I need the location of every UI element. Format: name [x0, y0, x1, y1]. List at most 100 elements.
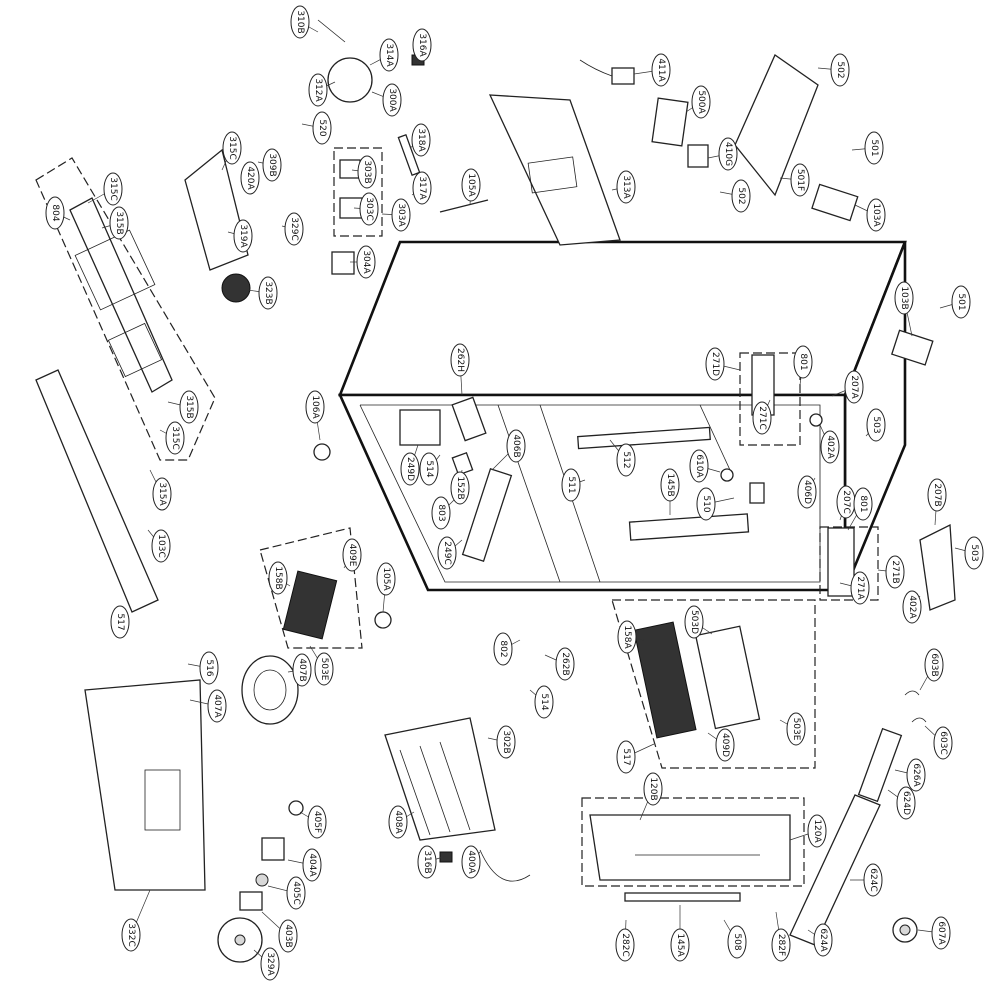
cabinet-inner-opening [359, 404, 821, 583]
part-callout: 406B [506, 429, 526, 463]
callout-label: 503D [689, 610, 699, 634]
grommet [720, 468, 734, 482]
callout-bubble [853, 487, 873, 521]
part-callout: 801 [793, 345, 813, 379]
top-rail [577, 426, 711, 450]
callout-bubble [302, 848, 322, 882]
callout-bubble [561, 468, 581, 502]
callout-label: 501 [869, 139, 879, 156]
callout-bubble [830, 53, 850, 87]
callout-bubble [151, 529, 171, 563]
callout-bubble [278, 919, 298, 953]
callout-label: 313A [621, 175, 631, 199]
part-callout: 624A [813, 923, 833, 957]
clip [451, 451, 474, 476]
leveling-foot-b [374, 611, 392, 629]
callout-label: 316A [417, 33, 427, 57]
fan-hub [234, 934, 246, 946]
callout-bubble [290, 5, 310, 39]
part-callout: 158B [268, 561, 288, 595]
callout-label: 314A [384, 43, 394, 67]
callout-bubble [179, 390, 199, 424]
callout-label: 318A [416, 128, 426, 152]
callout-bubble [461, 168, 481, 202]
part-callout: 610A [689, 449, 709, 483]
callout-label: 624C [868, 868, 878, 891]
panel-vent-grid [74, 229, 156, 311]
callout-bubble [616, 740, 636, 774]
part-callout: 312A [308, 73, 328, 107]
callout-label: 319A [238, 224, 248, 248]
callout-bubble [109, 206, 129, 240]
lower-hinge-cover [919, 523, 956, 611]
callout-bubble [684, 605, 704, 639]
part-callout: 517 [616, 740, 636, 774]
callout-label: 332C [126, 923, 136, 946]
part-callout: 409E [342, 538, 362, 572]
part-callout: 411A [651, 53, 671, 87]
callout-bubble [771, 928, 791, 962]
drawer-rail [624, 892, 741, 902]
part-callout: 271B [885, 555, 905, 589]
callout-label: 315C [170, 426, 180, 449]
callout-bubble [45, 196, 65, 230]
part-callout: 514 [534, 685, 554, 719]
callout-bubble [696, 487, 716, 521]
callout-bubble [357, 155, 377, 189]
part-callout: 103B [894, 281, 914, 315]
part-callout: 400A [461, 845, 481, 879]
door-roller-tube [789, 794, 881, 946]
callout-label: 103C [156, 534, 166, 557]
callout-bubble [866, 408, 886, 442]
callout-label: 410G [723, 142, 733, 166]
bracket-a [339, 159, 361, 179]
callout-label: 409D [720, 733, 730, 757]
part-callout: 624C [863, 863, 883, 897]
callout-label: 503E [319, 658, 329, 681]
clip-317A [397, 134, 421, 176]
part-callout: 520 [312, 111, 332, 145]
rear-cover-window [527, 156, 578, 194]
callout-bubble [342, 538, 362, 572]
callout-label: 409E [347, 544, 357, 567]
callout-label: 501 [956, 293, 966, 310]
callout-label: 801 [858, 495, 868, 512]
callout-label: 501F [795, 169, 805, 191]
callout-bubble [863, 863, 883, 897]
vertical-rail [461, 467, 513, 563]
part-callout: 502 [830, 53, 850, 87]
part-callout: 508 [727, 925, 747, 959]
vent-cover-b [890, 329, 934, 366]
part-callout: 314A [379, 38, 399, 72]
callout-bubble [705, 347, 725, 381]
part-callout: 801 [853, 487, 873, 521]
callout-bubble [896, 786, 916, 820]
part-callout: 318A [411, 123, 431, 157]
callout-label: 502 [835, 61, 845, 78]
callout-label: 402A [825, 435, 835, 459]
crisper-drawer [589, 814, 791, 881]
callout-bubble [731, 179, 751, 213]
callout-bubble [534, 685, 554, 719]
callout-bubble [844, 370, 864, 404]
callout-label: 520 [317, 119, 327, 136]
callout-label: 103A [871, 203, 881, 227]
mounting-plate [451, 396, 487, 442]
part-callout: 332C [121, 918, 141, 952]
part-callout: 329A [260, 947, 280, 981]
part-callout: 502 [731, 179, 751, 213]
callout-bubble [643, 772, 663, 806]
shaft [317, 19, 346, 43]
evaporator-coil [384, 717, 496, 841]
callout-bubble [419, 452, 439, 486]
callout-label: 516 [204, 659, 214, 676]
part-callout: 607A [931, 916, 951, 950]
callout-bubble [388, 805, 408, 839]
part-callout: 503D [684, 605, 704, 639]
callout-label: 403B [283, 924, 293, 947]
lower-rail [628, 513, 750, 541]
callout-label: 407A [212, 694, 222, 718]
part-callout: 420A [240, 161, 260, 195]
callout-label: 406D [802, 480, 812, 504]
callout-bubble [307, 805, 327, 839]
